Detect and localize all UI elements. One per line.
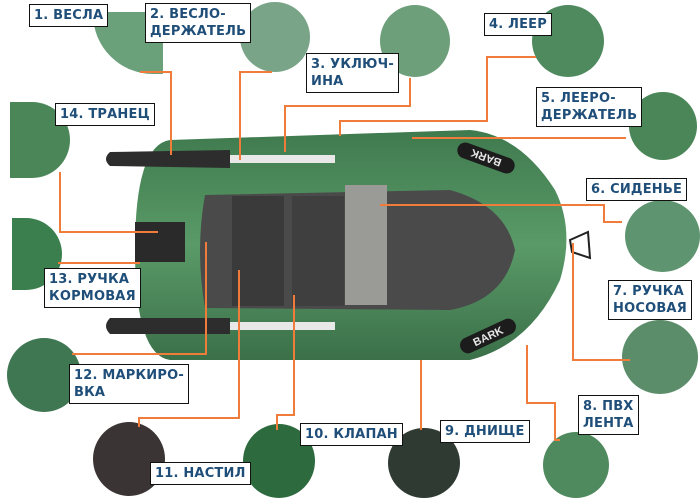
thumb-seat: [625, 200, 700, 272]
thumb-bow-handle: [622, 320, 698, 394]
thumb-oar-holder: [240, 2, 310, 72]
callout-bottom: 9. ДНИЩЕ: [440, 420, 530, 443]
callout-seat: 6. СИДЕНЬЕ: [586, 178, 688, 201]
callout-oars: 1. ВЕСЛА: [29, 4, 109, 27]
callout-marking: 12. МАРКИРО- ВКА: [69, 364, 189, 404]
callout-safety-rope: 4. ЛЕЕР: [484, 13, 552, 36]
callout-rope-holder: 5. ЛЕЕРО- ДЕРЖАТЕЛЬ: [536, 87, 643, 127]
callout-floorboard: 11. НАСТИЛ: [150, 462, 251, 485]
bow-handle: [568, 230, 592, 260]
thumb-pvc-strip: [543, 432, 609, 498]
callout-transom: 14. ТРАНЕЦ: [55, 103, 155, 126]
callout-oar-holder: 2. ВЕСЛО- ДЕРЖАТЕЛЬ: [145, 3, 252, 43]
callout-oarlock: 3. УКЛЮЧ- ИНА: [306, 53, 399, 93]
transom: [135, 222, 185, 262]
oar-bottom: [106, 318, 230, 334]
thumb-marking: [7, 338, 81, 412]
callout-stern-handle: 13. РУЧКА КОРМОВАЯ: [44, 268, 141, 308]
oar-top: [106, 150, 230, 168]
callout-valve: 10. КЛАПАН: [300, 423, 403, 446]
callout-bow-handle: 7. РУЧКА НОСОВАЯ: [608, 280, 692, 320]
callout-pvc-strip: 8. ПВХ ЛЕНТА: [578, 395, 639, 435]
